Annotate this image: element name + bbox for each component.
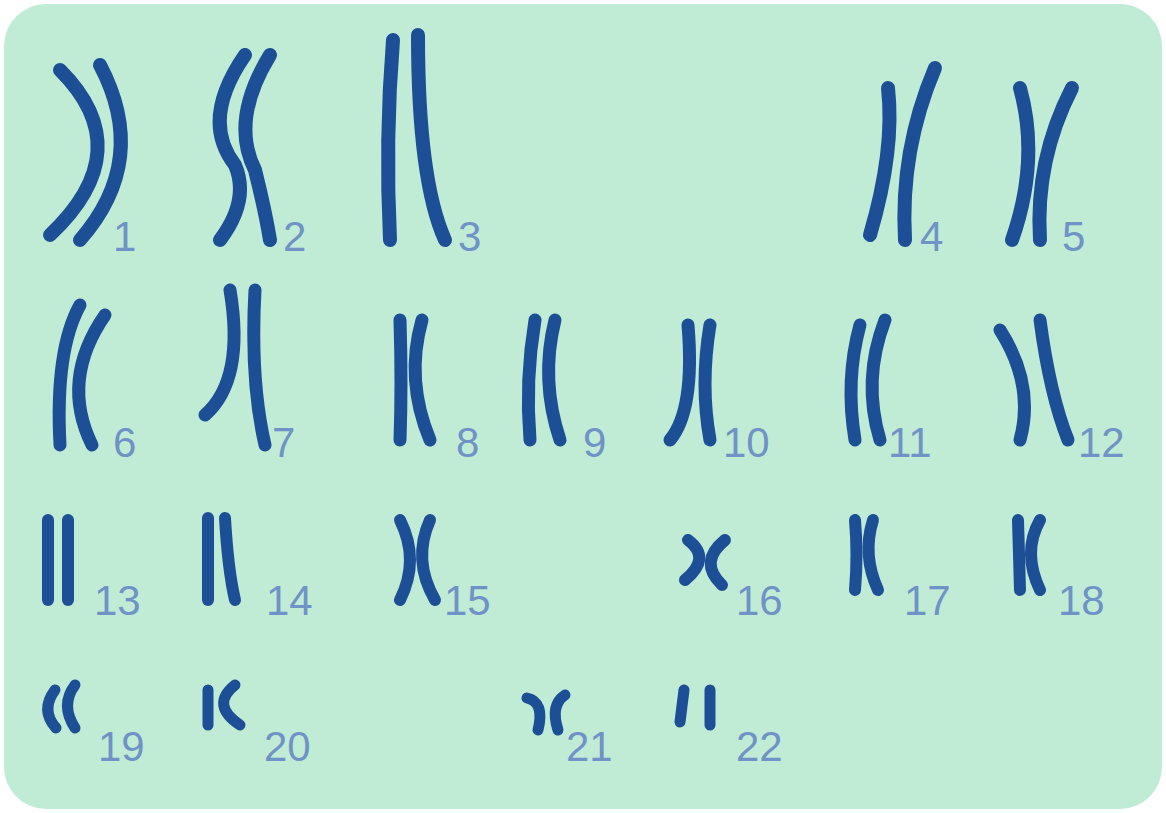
chromosome-number: 17 bbox=[904, 580, 951, 622]
chromosome-number: 19 bbox=[98, 726, 145, 768]
background-panel bbox=[4, 4, 1162, 809]
chromosome-number: 22 bbox=[736, 726, 783, 768]
chromosome-number: 9 bbox=[583, 422, 606, 464]
chromosome-number: 1 bbox=[113, 216, 136, 258]
chromosome-number: 15 bbox=[444, 580, 491, 622]
chromosome-small bbox=[48, 518, 1040, 600]
chromosome-number: 5 bbox=[1062, 216, 1085, 258]
chromosome-large bbox=[50, 35, 1072, 240]
chromosome-number: 12 bbox=[1078, 422, 1125, 464]
chromosome-number: 18 bbox=[1058, 580, 1105, 622]
chromosome-number: 8 bbox=[456, 422, 479, 464]
chromosome-number: 3 bbox=[458, 216, 481, 258]
chromosome-tiny bbox=[48, 685, 710, 730]
chromosome-number: 11 bbox=[888, 422, 932, 464]
chromosome-number: 2 bbox=[283, 216, 306, 258]
chromosome-number: 14 bbox=[266, 580, 313, 622]
chromosome-number: 6 bbox=[113, 422, 136, 464]
chromosome-number: 4 bbox=[920, 216, 943, 258]
chromosome-number: 10 bbox=[723, 422, 770, 464]
chromosome-number: 13 bbox=[94, 580, 141, 622]
chromosome-number: 7 bbox=[272, 422, 295, 464]
chromosome-number: 16 bbox=[736, 580, 783, 622]
chromosome-number: 21 bbox=[566, 726, 613, 768]
chromosome-number: 20 bbox=[264, 726, 311, 768]
chromosomes bbox=[48, 35, 1072, 730]
